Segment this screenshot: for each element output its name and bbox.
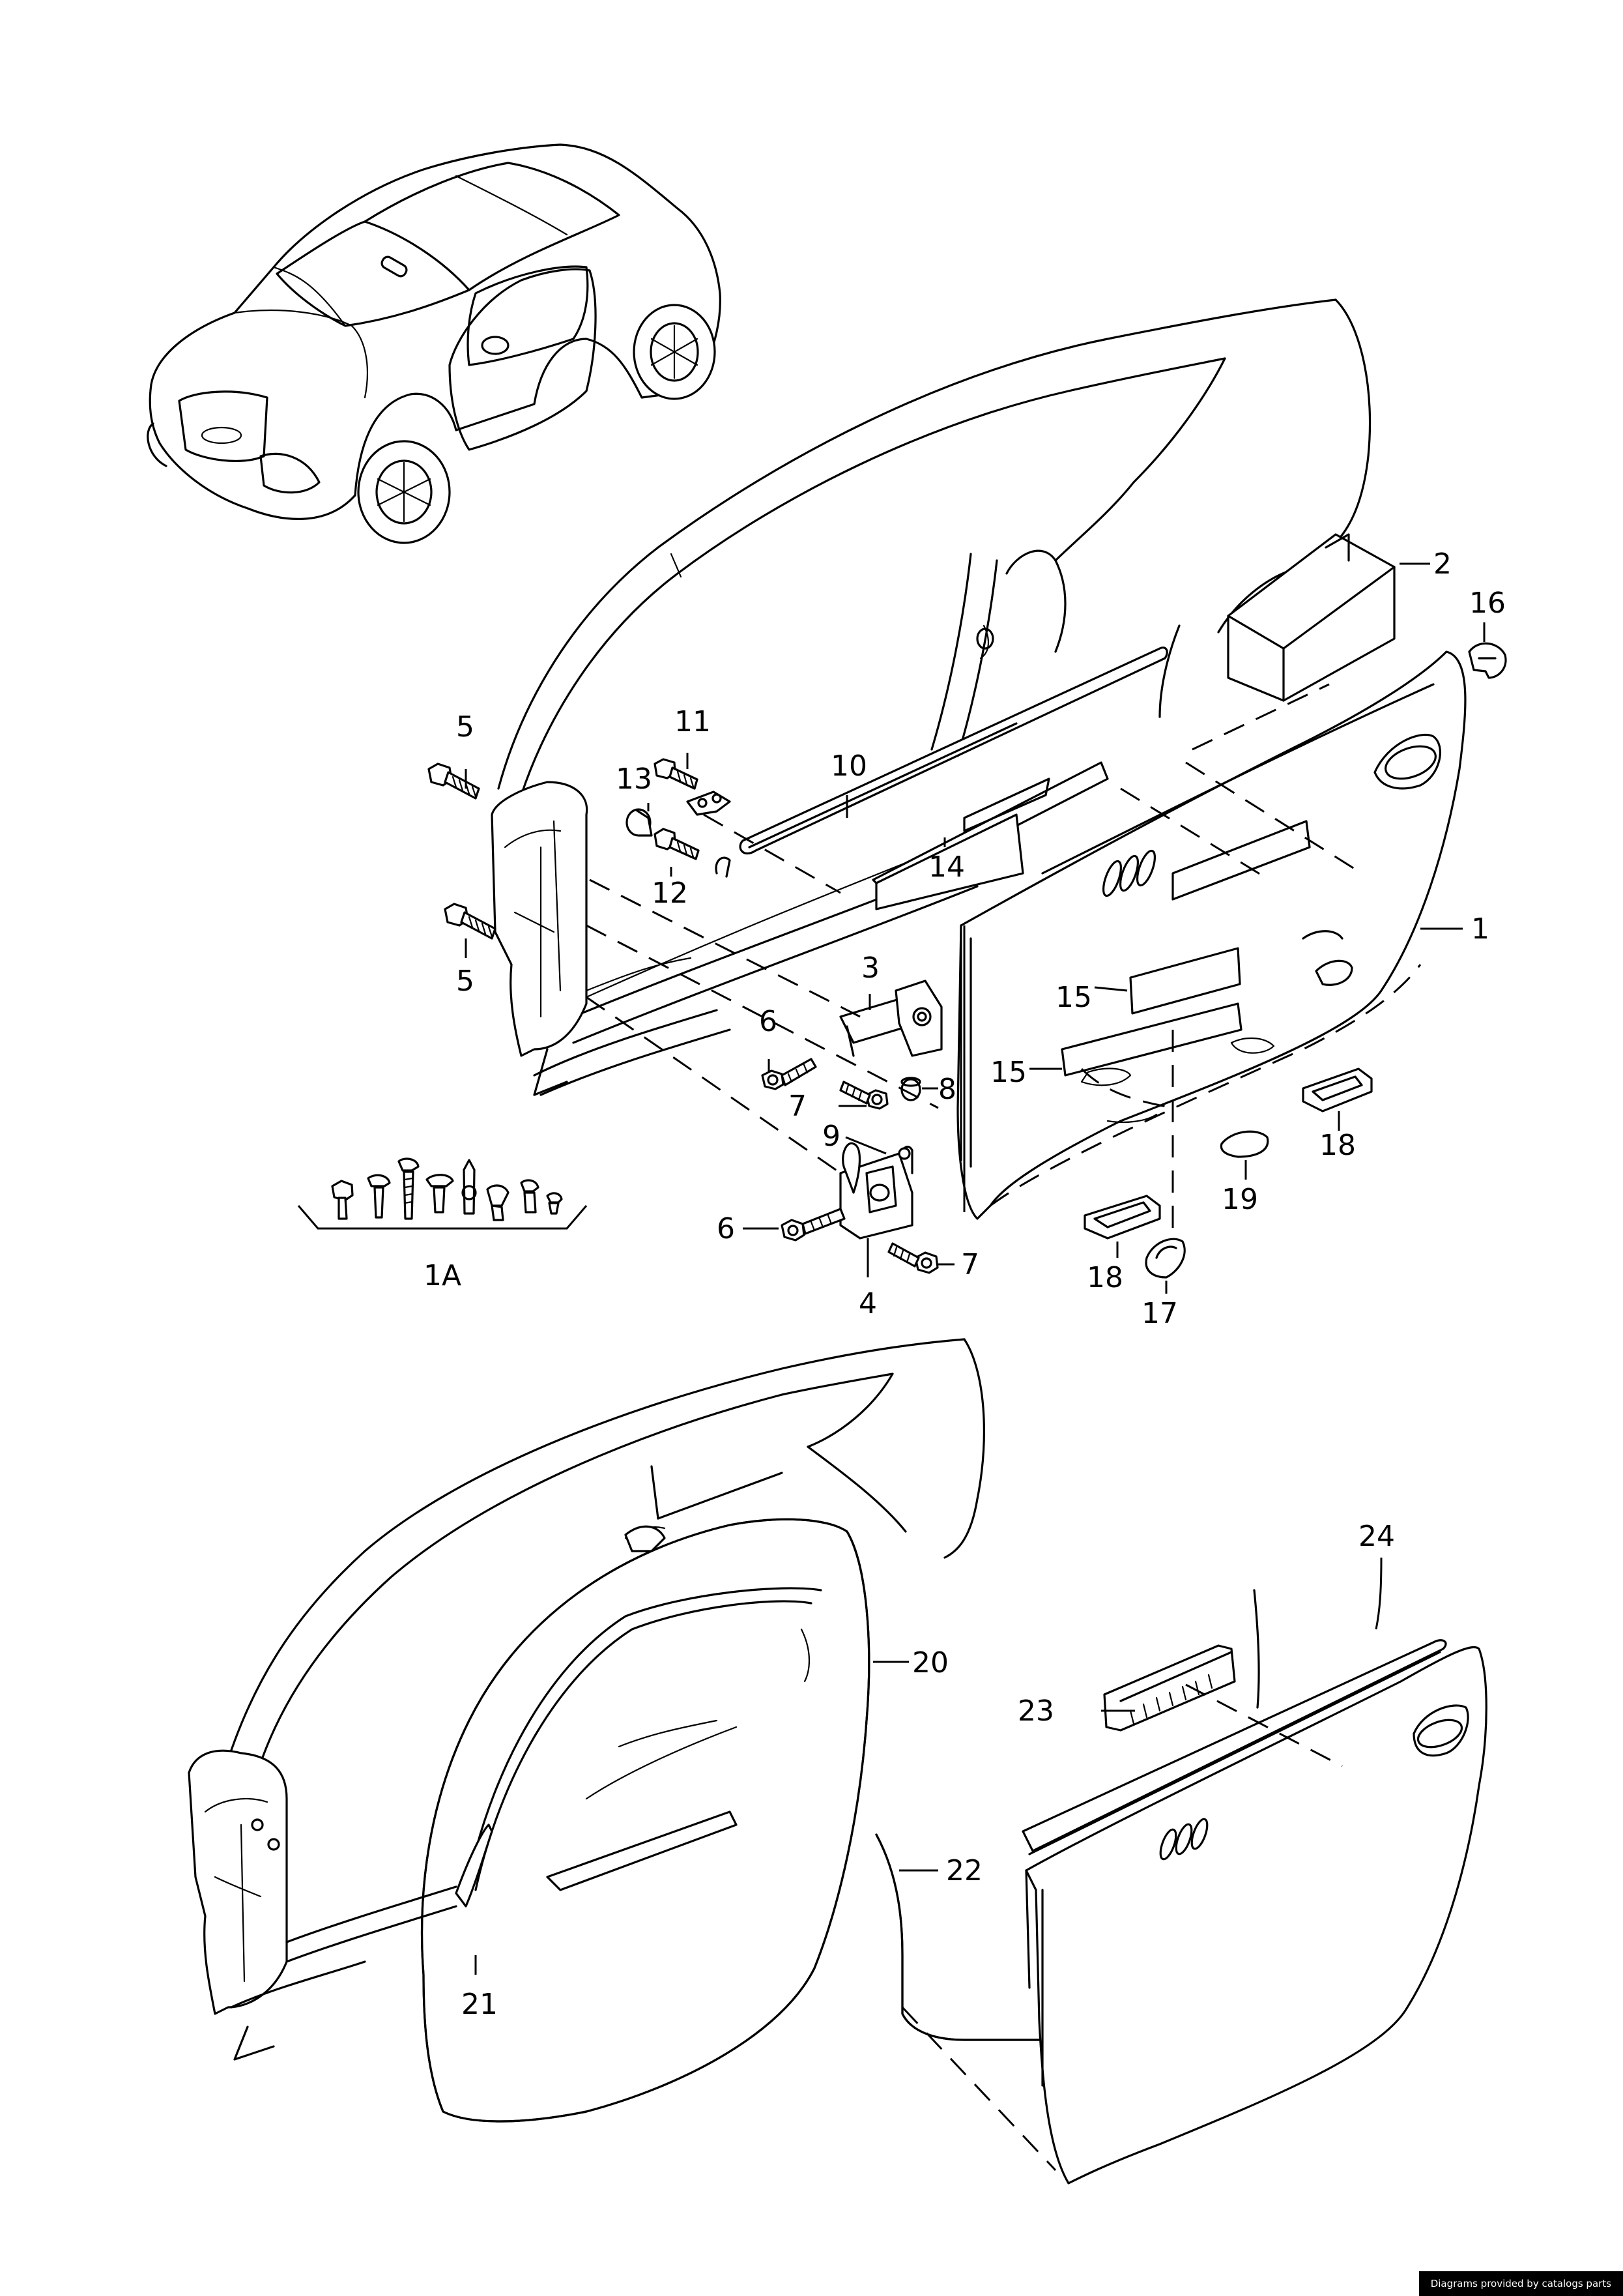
door-inner-panel — [963, 925, 1275, 1212]
callout-10: 10 — [831, 749, 867, 783]
callout-20: 20 — [912, 1646, 949, 1679]
callout-6-upper: 6 — [759, 1005, 777, 1038]
callout-2: 2 — [1433, 547, 1452, 581]
part-23-end-piece — [1103, 1644, 1236, 1732]
part-20-door-seal — [420, 1518, 870, 2123]
part-12-bolt-bracket — [654, 828, 731, 878]
part-1-door-shell — [956, 650, 1467, 1220]
body-side-frame-lower — [188, 1338, 986, 2061]
callout-9: 9 — [822, 1120, 840, 1153]
callout-14: 14 — [928, 850, 965, 884]
callout-23: 23 — [1018, 1694, 1054, 1728]
part-5-screw-lower — [444, 903, 496, 940]
callout-5-upper: 5 — [456, 710, 474, 744]
callout-8: 8 — [938, 1073, 956, 1106]
part-9-pin — [898, 1147, 911, 1160]
door-seal-window-guide — [468, 1587, 822, 1891]
bottom-leader-lines — [474, 1557, 1383, 2172]
callout-24: 24 — [1358, 1520, 1395, 1553]
part-13-cap — [625, 808, 653, 837]
top-leader-lines — [465, 562, 1486, 1294]
callout-17: 17 — [1142, 1297, 1178, 1330]
part-19-cap — [1220, 1130, 1269, 1158]
callout-1a: 1A — [424, 1259, 461, 1292]
callout-5-lower: 5 — [456, 965, 474, 998]
part-18-plug-lower — [1084, 1195, 1161, 1240]
callout-15-lower: 15 — [990, 1056, 1027, 1089]
callout-7-lower: 7 — [961, 1248, 979, 1281]
callout-4: 4 — [859, 1287, 877, 1320]
callout-7-upper: 7 — [788, 1090, 807, 1123]
callout-labels: 1 2 3 4 5 5 6 6 7 7 8 9 10 11 12 13 14 1… — [424, 547, 1506, 2021]
attribution-badge: Diagrams provided by catalogs parts — [1418, 2271, 1623, 2296]
part-24-door — [1022, 1589, 1487, 2185]
callout-19: 19 — [1222, 1183, 1258, 1216]
callout-16: 16 — [1469, 587, 1506, 620]
callout-18-lower: 18 — [1087, 1261, 1123, 1294]
part-11-bolt-bracket — [654, 758, 731, 816]
callout-3: 3 — [861, 952, 880, 985]
part-6-bolt-upper — [761, 1058, 817, 1090]
part-7-bolt-lower — [887, 1242, 939, 1274]
callout-1: 1 — [1471, 912, 1489, 946]
part-2-damper-block — [1227, 533, 1396, 702]
part-17-cap — [1145, 1238, 1186, 1279]
part-6-bolt-lower — [781, 1208, 846, 1242]
callout-11: 11 — [674, 705, 711, 738]
callout-21: 21 — [461, 1988, 498, 2021]
part-16-clip — [1468, 642, 1507, 679]
callout-13: 13 — [616, 763, 652, 796]
callout-22: 22 — [946, 1854, 983, 1887]
part-1a-hardware-set — [297, 1157, 588, 1230]
car-overview-illustration — [147, 143, 721, 544]
callout-6-lower: 6 — [717, 1212, 735, 1245]
callout-18-upper: 18 — [1319, 1129, 1356, 1162]
callout-12: 12 — [652, 877, 688, 910]
part-3-upper-hinge — [839, 980, 943, 1057]
part-18-plug-upper — [1302, 1068, 1373, 1112]
callout-15-upper: 15 — [1056, 981, 1092, 1014]
part-22-door-seal-strip — [875, 1833, 1044, 2041]
part-15-insulation-strips — [1061, 947, 1242, 1077]
part-7-bolt-upper — [839, 1081, 889, 1110]
part-21-window-strip — [455, 1824, 493, 1908]
part-5-screw-upper — [427, 763, 480, 800]
